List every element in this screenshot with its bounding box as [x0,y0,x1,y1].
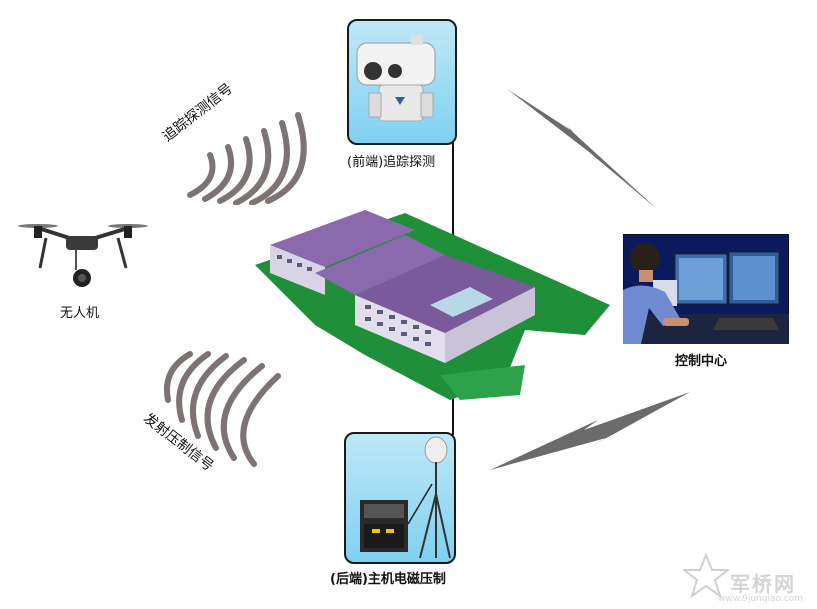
watermark-star-icon [683,553,729,599]
drone-icon [18,224,148,287]
front-detect-card [347,19,457,145]
lightning-bolt-lower-icon [490,392,690,470]
control-center-photo [623,234,789,344]
watermark-url: www.9junqiao.com [718,594,803,604]
tracking-signal-waves-icon [187,112,307,205]
jammer-tripod-icon [360,436,451,559]
front-detect-label: (前端)追踪探测 [347,155,436,170]
campus-building [255,210,610,400]
drone-label: 无人机 [60,306,100,321]
pan-tilt-camera-icon [356,35,436,122]
jamming-signal-waves-icon [164,351,281,467]
watermark-text: 军桥网 [730,572,796,596]
control-center-label: 控制中心 [675,354,728,369]
back-jam-label: (后端)主机电磁压制 [330,572,446,587]
lightning-bolt-upper-icon [507,89,657,209]
back-jam-card [344,432,456,564]
